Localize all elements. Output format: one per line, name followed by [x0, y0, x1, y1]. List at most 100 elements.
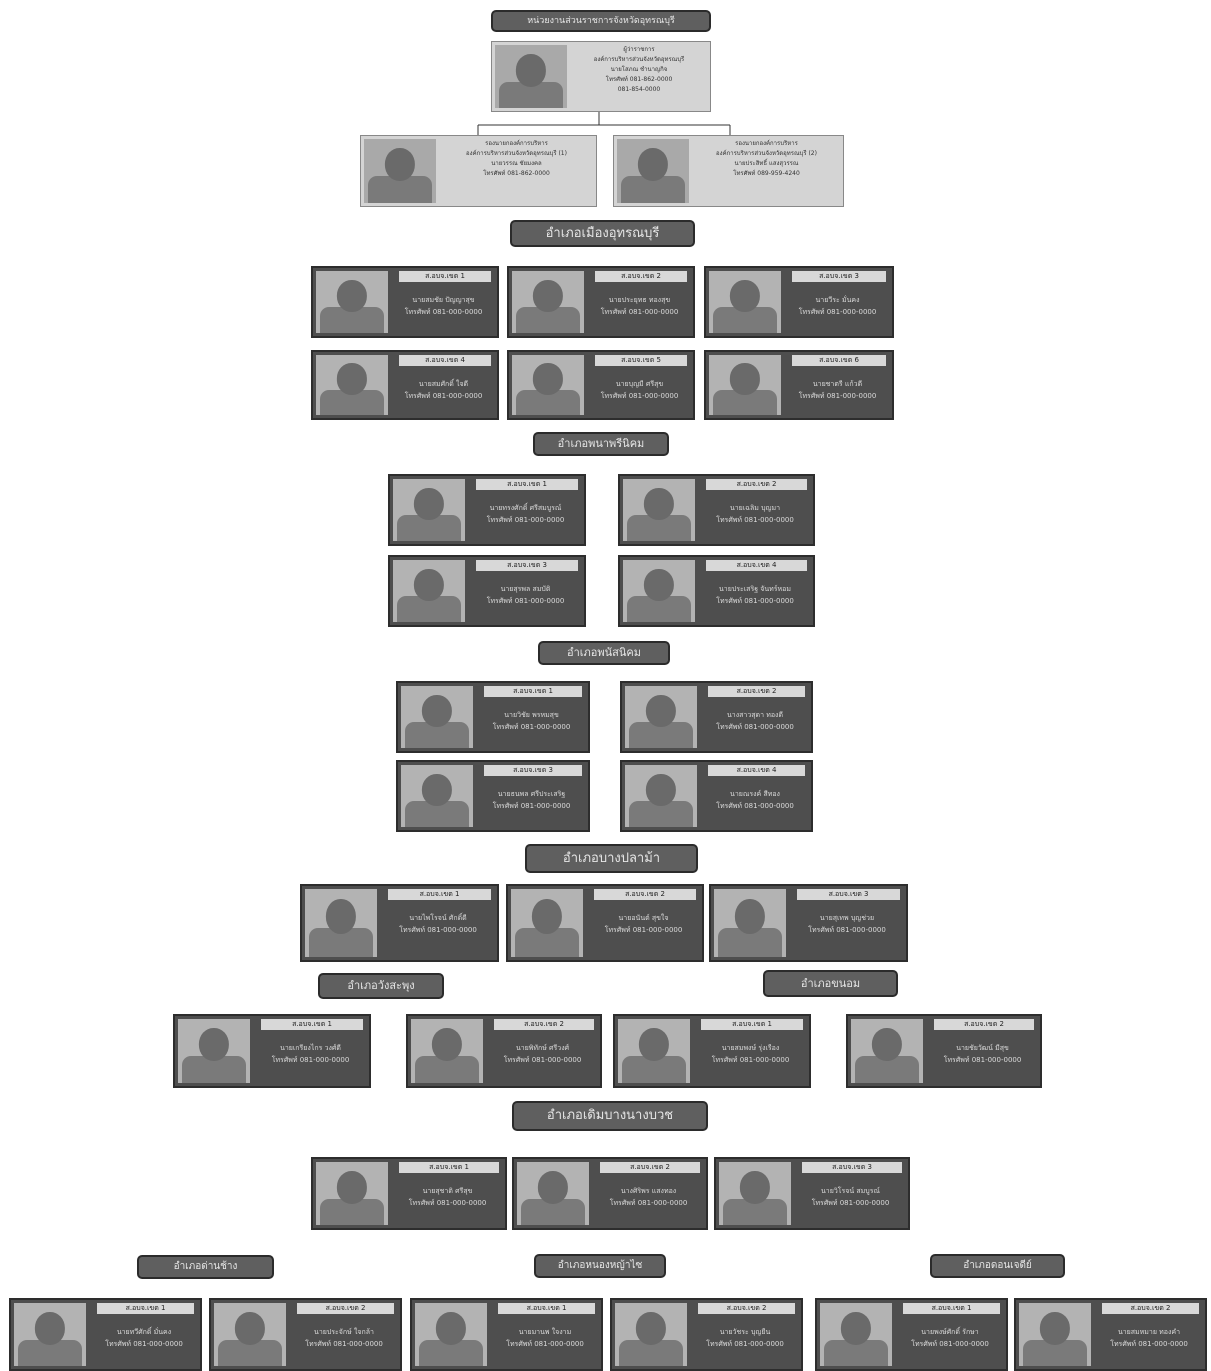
member-phone: โทรศัพท์ 081-000-0000 [791, 924, 903, 936]
governor-phone: โทรศัพท์ 081-862-0000 [572, 75, 706, 85]
member-name: นายพิทักษ์ ศรีวงศ์ [488, 1042, 597, 1054]
member-photo [719, 1162, 791, 1225]
member-name: นายสุรพล สมบัติ [470, 583, 581, 595]
member-name: นายณรงค์ สีทอง [702, 788, 808, 800]
member-phone: โทรศัพท์ 081-000-0000 [589, 306, 690, 318]
member-name: นายสมชัย ปัญญาสุข [393, 294, 494, 306]
member-phone: โทรศัพท์ 081-000-0000 [470, 514, 581, 526]
member-name: นายบุญมี ศรีสุข [589, 378, 690, 390]
member-photo [625, 686, 697, 748]
member-zone-tag: ส.อบจ.เขต 2 [297, 1303, 394, 1314]
member-zone-tag: ส.อบจ.เขต 2 [600, 1162, 700, 1173]
member-zone-tag: ส.อบจ.เขต 3 [484, 765, 582, 776]
member-phone: โทรศัพท์ 081-000-0000 [702, 721, 808, 733]
governor-card: ผู้ว่าราชการ องค์การบริหารส่วนจังหวัดอุท… [491, 41, 711, 112]
member-zone-tag: ส.อบจ.เขต 1 [97, 1303, 194, 1314]
member-card: ส.อบจ.เขต 3 นายสุเทพ บุญช่วยโทรศัพท์ 081-… [709, 884, 908, 962]
member-zone-tag: ส.อบจ.เขต 4 [706, 560, 807, 571]
member-name: นายพงษ์ศักดิ์ รักษา [897, 1326, 1003, 1338]
governor-phone2: 081-854-0000 [572, 85, 706, 95]
governor-org: องค์การบริหารส่วนจังหวัดอุทรณบุรี [572, 55, 706, 65]
member-photo [517, 1162, 589, 1225]
member-photo [1019, 1303, 1091, 1366]
member-name: นายสมศักดิ์ ใจดี [393, 378, 494, 390]
member-photo [618, 1019, 690, 1083]
member-photo [393, 479, 465, 541]
member-phone: โทรศัพท์ 081-000-0000 [470, 595, 581, 607]
district-header: อำเภอบางปลาม้า [525, 844, 698, 873]
member-name: นายชาตรี แก้วดี [786, 378, 889, 390]
member-photo [178, 1019, 250, 1083]
deputy-org: องค์การบริหารส่วนจังหวัดอุทรณบุรี (1) [441, 149, 592, 159]
member-zone-tag: ส.อบจ.เขต 2 [706, 479, 807, 490]
member-phone: โทรศัพท์ 081-000-0000 [589, 390, 690, 402]
member-phone: โทรศัพท์ 081-000-0000 [588, 924, 699, 936]
deputy-role: รองนายกองค์การบริหาร [694, 139, 839, 149]
member-phone: โทรศัพท์ 081-000-0000 [393, 306, 494, 318]
member-photo [512, 355, 584, 415]
member-name: นายธนพล ศรีประเสริฐ [478, 788, 585, 800]
member-zone-tag: ส.อบจ.เขต 3 [797, 889, 900, 900]
member-name: นายทรงศักดิ์ ศรีสมบูรณ์ [470, 502, 581, 514]
member-name: นายสุชาติ ศรีสุข [393, 1185, 502, 1197]
member-name: นายวัชระ บุญยืน [692, 1326, 798, 1338]
member-photo [851, 1019, 923, 1083]
member-photo [709, 355, 781, 415]
district-header: อำเภอขนอม [763, 970, 898, 997]
member-name: นายสุเทพ บุญช่วย [791, 912, 903, 924]
district-header: อำเภอดอนเจดีย์ [930, 1254, 1065, 1278]
deputy-phone: โทรศัพท์ 089-959-4240 [694, 169, 839, 179]
deputy-name: นายวรรณ ชัยมงคล [441, 159, 592, 169]
member-zone-tag: ส.อบจ.เขต 1 [399, 271, 491, 282]
member-zone-tag: ส.อบจ.เขต 2 [698, 1303, 795, 1314]
deputy-photo [617, 139, 689, 203]
member-phone: โทรศัพท์ 081-000-0000 [786, 390, 889, 402]
member-phone: โทรศัพท์ 081-000-0000 [702, 800, 808, 812]
deputy-photo [364, 139, 436, 203]
deputy-name: นายประสิทธิ์ แสงสุวรรณ [694, 159, 839, 169]
member-zone-tag: ส.อบจ.เขต 1 [484, 686, 582, 697]
member-zone-tag: ส.อบจ.เขต 3 [792, 271, 886, 282]
member-zone-tag: ส.อบจ.เขต 5 [595, 355, 687, 366]
member-zone-tag: ส.อบจ.เขต 2 [1102, 1303, 1199, 1314]
member-name: นายประจักษ์ ใจกล้า [291, 1326, 397, 1338]
member-phone: โทรศัพท์ 081-000-0000 [478, 721, 585, 733]
member-name: นายสมพงษ์ รุ่งเรือง [695, 1042, 806, 1054]
deputy-org: องค์การบริหารส่วนจังหวัดอุทรณบุรี (2) [694, 149, 839, 159]
top-header: หน่วยงานส่วนราชการจังหวัดอุทรณบุรี [491, 10, 711, 32]
member-zone-tag: ส.อบจ.เขต 2 [595, 271, 687, 282]
member-phone: โทรศัพท์ 081-000-0000 [594, 1197, 703, 1209]
member-phone: โทรศัพท์ 081-000-0000 [478, 800, 585, 812]
member-phone: โทรศัพท์ 081-000-0000 [897, 1338, 1003, 1350]
member-photo [623, 560, 695, 622]
member-phone: โทรศัพท์ 081-000-0000 [796, 1197, 905, 1209]
member-name: นายวีระ มั่นคง [786, 294, 889, 306]
member-phone: โทรศัพท์ 081-000-0000 [700, 514, 810, 526]
member-photo [393, 560, 465, 622]
member-phone: โทรศัพท์ 081-000-0000 [91, 1338, 197, 1350]
member-card: ส.อบจ.เขต 6 นายชาตรี แก้วดีโทรศัพท์ 081-0… [704, 350, 894, 420]
member-zone-tag: ส.อบจ.เขต 3 [476, 560, 578, 571]
member-phone: โทรศัพท์ 081-000-0000 [393, 390, 494, 402]
member-photo [401, 765, 473, 827]
member-zone-tag: ส.อบจ.เขต 1 [498, 1303, 595, 1314]
member-zone-tag: ส.อบจ.เขต 3 [802, 1162, 902, 1173]
member-photo [623, 479, 695, 541]
member-phone: โทรศัพท์ 081-000-0000 [692, 1338, 798, 1350]
deputy-card: รองนายกองค์การบริหาร องค์การบริหารส่วนจั… [360, 135, 597, 207]
member-zone-tag: ส.อบจ.เขต 1 [388, 889, 491, 900]
member-name: นายประเสริฐ จันทร์หอม [700, 583, 810, 595]
member-name: นายชัยวัฒน์ มีสุข [928, 1042, 1037, 1054]
member-zone-tag: ส.อบจ.เขต 6 [792, 355, 886, 366]
